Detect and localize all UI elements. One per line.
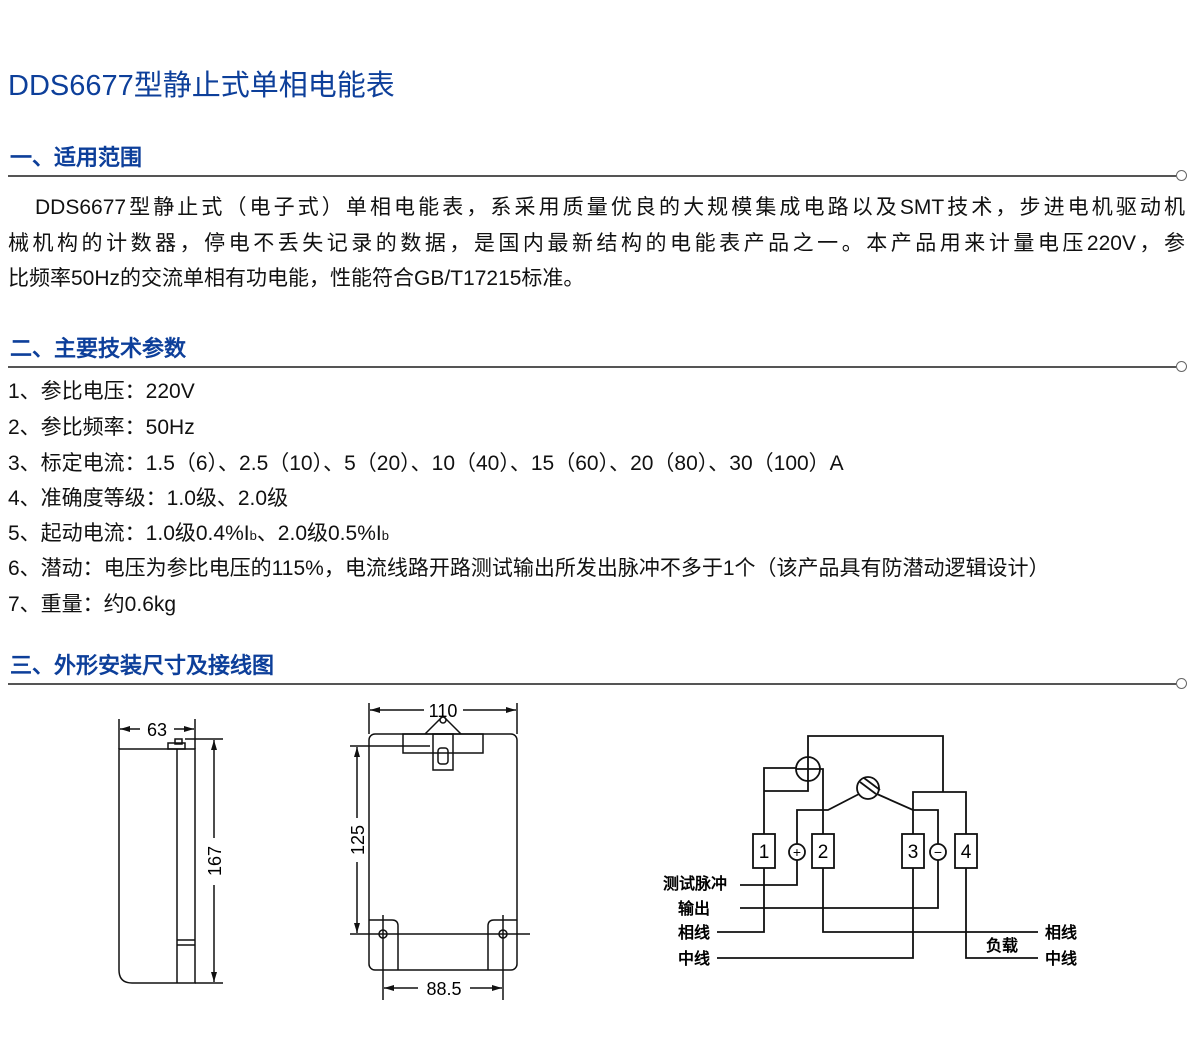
divider-end-circle-icon [1176, 678, 1187, 689]
label-output: 输出 [678, 899, 710, 918]
label-neutral-in: 中线 [678, 949, 710, 968]
terminal-2: 2 [818, 842, 829, 863]
spec-text: 、2.0级0.5%I [256, 522, 382, 545]
scope-paragraph-line: DDS6677型静止式（电子式）单相电能表，系采用质量优良的大规模集成电路以及S… [35, 196, 1185, 219]
page-title: DDS6677型静止式单相电能表 [8, 70, 395, 102]
spec-item: 3、标定电流：1.5（6）、2.5（10）、5（20）、10（40）、15（60… [8, 452, 844, 475]
minus-sign: − [934, 844, 942, 860]
label-phase-in: 相线 [678, 923, 710, 942]
mount-height-dimension: 125 [348, 825, 368, 855]
scope-paragraph-line: 械机构的计数器，停电不丢失记录的数据，是国内最新结构的电能表产品之一。本产品用来… [8, 232, 1185, 255]
depth-dimension: 63 [147, 720, 167, 740]
section-heading-specs: 二、主要技术参数 [10, 336, 187, 361]
terminal-3: 3 [908, 842, 919, 863]
section-divider [8, 366, 1176, 368]
meter-motor-icon [856, 776, 880, 800]
width-dimension: 110 [429, 701, 458, 721]
section-heading-scope: 一、适用范围 [10, 145, 143, 170]
spec-item: 1、参比电压：220V [8, 380, 195, 403]
spec-text: 5、起动电流：1.0级0.4%I [8, 522, 250, 545]
subscript: b [249, 528, 257, 543]
divider-end-circle-icon [1176, 361, 1187, 372]
spec-item: 4、准确度等级：1.0级、2.0级 [8, 487, 289, 510]
terminal-4: 4 [961, 842, 972, 863]
label-neutral-out: 中线 [1045, 949, 1077, 968]
subscript: b [381, 528, 389, 543]
front-view-drawing [350, 703, 530, 1000]
section-divider [8, 175, 1176, 177]
height-dimension: 167 [205, 846, 225, 876]
label-load: 负载 [986, 936, 1018, 955]
terminal-1: 1 [759, 842, 770, 863]
side-view-drawing [118, 719, 223, 984]
divider-end-circle-icon [1176, 170, 1187, 181]
spec-item: 7、重量：约0.6kg [8, 593, 177, 616]
spec-item: 5、起动电流：1.0级0.4%Ib、2.0级0.5%Ib [8, 519, 389, 551]
wiring-diagram [717, 735, 1038, 959]
section-heading-dimensions: 三、外形安装尺寸及接线图 [10, 653, 275, 678]
scope-paragraph-line: 比频率50Hz的交流单相有功电能，性能符合GB/T17215标准。 [8, 267, 585, 290]
label-phase-out: 相线 [1045, 923, 1077, 942]
mount-width-dimension: 88.5 [426, 979, 461, 999]
section-divider [8, 683, 1176, 685]
label-test-pulse: 测试脉冲 [663, 874, 727, 893]
plus-sign: + [793, 844, 801, 860]
spec-item: 6、潜动：电压为参比电压的115%，电流线路开路测试输出所发出脉冲不多于1个（该… [8, 557, 1050, 580]
spec-item: 2、参比频率：50Hz [8, 416, 195, 439]
